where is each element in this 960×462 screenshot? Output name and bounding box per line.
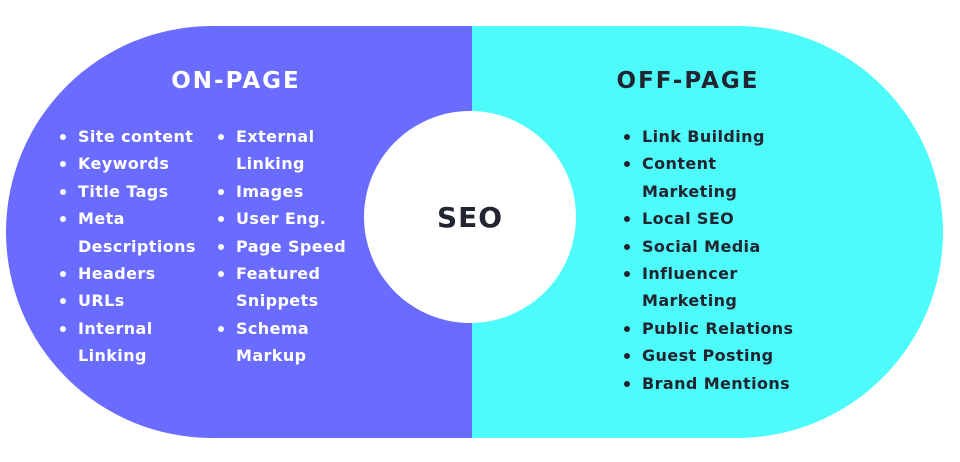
off-page-item-link-building: Link Building [642, 127, 765, 146]
list-item: Title Tags [58, 178, 196, 205]
off-page-list: Link Building Content Marketing Local SE… [622, 123, 794, 397]
list-item: Influencer Marketing [622, 260, 794, 315]
on-page-title: ON-PAGE [171, 68, 301, 94]
list-item: Page Speed [216, 233, 346, 260]
list-item: Headers [58, 260, 196, 287]
list-item: Content Marketing [622, 150, 794, 205]
list-item: Social Media [622, 233, 794, 260]
off-page-item-public-relations: Public Relations [642, 318, 794, 338]
list-item: Internal Linking [58, 315, 196, 370]
list-item: User Eng. [216, 205, 346, 232]
off-page-item-content-marketing: Content Marketing [642, 154, 738, 201]
list-item: Site content [58, 123, 196, 150]
list-item: Schema Markup [216, 315, 346, 370]
on-page-item-external-linking: External Linking [236, 127, 315, 174]
on-page-item-images: Images [236, 181, 304, 201]
on-page-item-schema-markup: Schema Markup [236, 318, 310, 366]
seo-center-label: SEO [436, 200, 504, 234]
on-page-list-column-2: External Linking Images User Eng. Page S… [216, 123, 346, 370]
list-item: Brand Mentions [622, 370, 794, 397]
list-item: Public Relations [622, 315, 794, 342]
on-page-list-column-1: Site content Keywords Title Tags Meta De… [58, 123, 196, 370]
list-item: Images [216, 178, 346, 205]
list-item: URLs [58, 287, 196, 314]
off-page-item-brand-mentions: Brand Mentions [642, 373, 791, 393]
on-page-item-internal-linking: Internal Linking [78, 318, 153, 366]
off-page-item-social-media: Social Media [642, 236, 761, 256]
list-item: Guest Posting [622, 342, 794, 369]
list-item: Featured Snippets [216, 260, 346, 315]
list-item: Keywords [58, 150, 196, 177]
on-page-item-headers: Headers [78, 264, 156, 284]
on-page-item-page-speed: Page Speed [236, 236, 347, 256]
seo-center-circle: SEO [364, 111, 576, 323]
off-page-item-influencer-marketing: Influencer Marketing [642, 264, 738, 311]
off-page-item-local-seo: Local SEO [642, 209, 735, 229]
list-item: Local SEO [622, 205, 794, 232]
on-page-item-title-tags: Title Tags [78, 181, 169, 201]
on-page-item-urls: URLs [78, 291, 125, 311]
off-page-title: OFF-PAGE [616, 68, 760, 94]
on-page-item-meta-descriptions: Meta Descriptions [78, 209, 196, 256]
list-item: Meta Descriptions [58, 205, 196, 260]
on-page-item-user-eng: User Eng. [236, 209, 327, 229]
list-item: External Linking [216, 123, 346, 178]
off-page-item-guest-posting: Guest Posting [642, 346, 774, 366]
on-page-item-site-content: Site content [78, 127, 194, 146]
list-item: Link Building [622, 123, 794, 150]
on-page-item-featured-snippets: Featured Snippets [236, 264, 321, 311]
on-page-item-keywords: Keywords [78, 154, 170, 174]
